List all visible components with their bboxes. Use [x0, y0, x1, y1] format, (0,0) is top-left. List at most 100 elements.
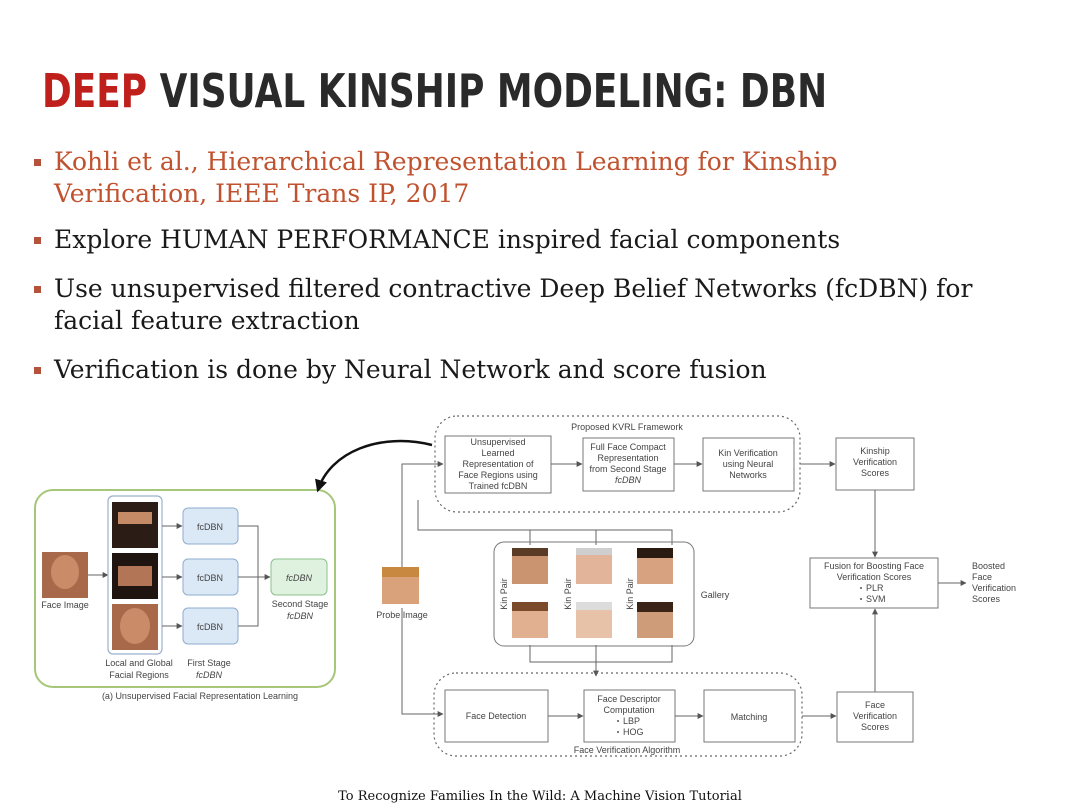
kinship-scores-l1: Kinship: [860, 446, 890, 456]
fv-scores-l2: Verification: [853, 711, 897, 721]
face-verification: Face Detection Face Descriptor Computati…: [433, 672, 914, 757]
first-stage-sub: fcDBN: [196, 670, 223, 680]
bullet-marker: [34, 237, 41, 244]
gallery-hair-3: [576, 548, 612, 555]
title-rest: VISUAL KINSHIP MODELING: DBN: [159, 64, 828, 118]
slide-footer: To Recognize Families In the Wild: A Mac…: [338, 789, 742, 804]
regions-label-line1: Local and Global: [105, 658, 173, 668]
kinship-scores-box: [835, 437, 915, 491]
bullet1-text: Explore HUMAN PERFORMANCE inspired facia…: [54, 225, 841, 254]
connector-gallery-top: [417, 500, 673, 545]
bullet2-line2: facial feature extraction: [54, 306, 360, 335]
left-panel-caption: (a) Unsupervised Facial Representation L…: [102, 691, 298, 701]
second-stage-sub: fcDBN: [287, 611, 314, 621]
fusion-item-plr: PLR: [866, 583, 884, 593]
curved-arrow-to-panel: [315, 439, 433, 493]
fv-matching-box: [703, 689, 796, 743]
gallery-label: Gallery: [701, 590, 730, 600]
framework-box2-l3: from Second Stage: [589, 464, 666, 474]
kinship-scores-l3: Scores: [861, 468, 890, 478]
fusion-bullet-2: [860, 598, 862, 600]
framework-box2-l4: fcDBN: [615, 475, 642, 485]
left-panel-border: [34, 489, 336, 688]
region-global-skin: [120, 608, 150, 644]
fv-scores-box: [836, 691, 914, 743]
kinship-scores-l2: Verification: [853, 457, 897, 467]
boosted-l3: Verification: [972, 583, 1016, 593]
framework-box1-l1: Unsupervised: [470, 437, 525, 447]
framework-title: Proposed KVRL Framework: [571, 422, 683, 432]
probe-image: Probe Image: [376, 567, 428, 620]
fusion-l2: Verification Scores: [837, 572, 912, 582]
fv-border: [433, 672, 803, 757]
arrow-probe-to-framework: [401, 461, 444, 567]
connector-gallery-bottom: [529, 645, 673, 663]
boosted-l2: Face: [972, 572, 992, 582]
framework-box-2: [582, 437, 675, 492]
region-mouth-skin: [118, 566, 152, 586]
regions-label-line2: Facial Regions: [109, 670, 169, 680]
kin-pair-label-1: Kin Pair: [499, 578, 509, 610]
boosted-l4: Scores: [972, 594, 1001, 604]
fcdbn-label-3: fcDBN: [197, 622, 223, 632]
bullet3-text: Verification is done by Neural Network a…: [54, 355, 767, 384]
fv-descriptor-l2: Computation: [603, 705, 654, 715]
bullet-list: Kohli et al., Hierarchical Representatio…: [34, 146, 1074, 403]
gallery-hair-6: [637, 602, 673, 612]
kin-pair-label-3: Kin Pair: [625, 578, 635, 610]
fv-scores-l1: Face: [865, 700, 885, 710]
reference-line1: Kohli et al., Hierarchical Representatio…: [54, 147, 838, 176]
second-stage-fcdbn: fcDBN: [286, 573, 313, 583]
fusion: Fusion for Boosting Face Verification Sc…: [809, 490, 1016, 692]
first-stage-label: First Stage: [187, 658, 231, 668]
bullet-human-performance: Explore HUMAN PERFORMANCE inspired facia…: [34, 224, 1074, 256]
kin-pair-label-2: Kin Pair: [563, 578, 573, 610]
reference-line2: Verification, IEEE Trans IP, 2017: [54, 179, 470, 208]
gallery-border: [493, 541, 695, 647]
left-panel: Face Image Local and Global Facial Regio…: [34, 489, 336, 701]
bullet-fcdbn: Use unsupervised filtered contractive De…: [34, 273, 1074, 337]
fv-title: Face Verification Algorithm: [574, 745, 681, 755]
fv-detection-box: [444, 689, 549, 743]
probe-hair: [382, 567, 419, 577]
framework-box3-l1: Kin Verification: [718, 448, 778, 458]
gallery: Kin Pair Kin Pair Kin Pair Gallery: [493, 541, 730, 647]
connector-first-stage: [238, 525, 259, 627]
regions-group: [107, 495, 163, 655]
fv-item-lbp: LBP: [623, 716, 640, 726]
gallery-hair-5: [637, 548, 673, 558]
fv-item-hog: HOG: [623, 727, 644, 737]
fusion-box: [809, 557, 939, 609]
framework-box-1: [444, 435, 552, 494]
fv-descriptor-box: [583, 689, 676, 743]
fv-bullet-2: [617, 731, 619, 733]
bullet-verification: Verification is done by Neural Network a…: [34, 354, 1074, 386]
reference-bullet: Kohli et al., Hierarchical Representatio…: [34, 146, 1074, 210]
probe-label: Probe Image: [376, 610, 428, 620]
bullet2-line1: Use unsupervised filtered contractive De…: [54, 274, 973, 303]
fv-bullet-1: [617, 720, 619, 722]
second-stage-box: [270, 558, 328, 596]
fusion-l1: Fusion for Boosting Face: [824, 561, 924, 571]
gallery-hair-2: [512, 602, 548, 611]
fcdbn-label-2: fcDBN: [197, 573, 223, 583]
framework-box2-l2: Representation: [597, 453, 658, 463]
region-eyes: [112, 502, 158, 548]
kvrl-framework: Proposed KVRL Framework Unsupervised Lea…: [434, 415, 915, 513]
bullet-marker: [34, 367, 41, 374]
fv-matching-label: Matching: [731, 712, 768, 722]
gallery-hair-1: [512, 548, 548, 556]
fusion-bullet-1: [860, 587, 862, 589]
fv-descriptor-l1: Face Descriptor: [597, 694, 661, 704]
boosted-l1: Boosted: [972, 561, 1005, 571]
face-image-skin: [51, 555, 79, 589]
fv-scores-l3: Scores: [861, 722, 890, 732]
gallery-hair-4: [576, 602, 612, 610]
region-eyes-skin: [118, 512, 152, 524]
arrow-probe-to-detection: [401, 608, 444, 717]
fcdbn-label-1: fcDBN: [197, 522, 223, 532]
framework-box1-l2: Learned: [481, 448, 514, 458]
fusion-item-svm: SVM: [866, 594, 886, 604]
framework-box3-l2: using Neural: [723, 459, 774, 469]
framework-box3-l3: Networks: [729, 470, 767, 480]
